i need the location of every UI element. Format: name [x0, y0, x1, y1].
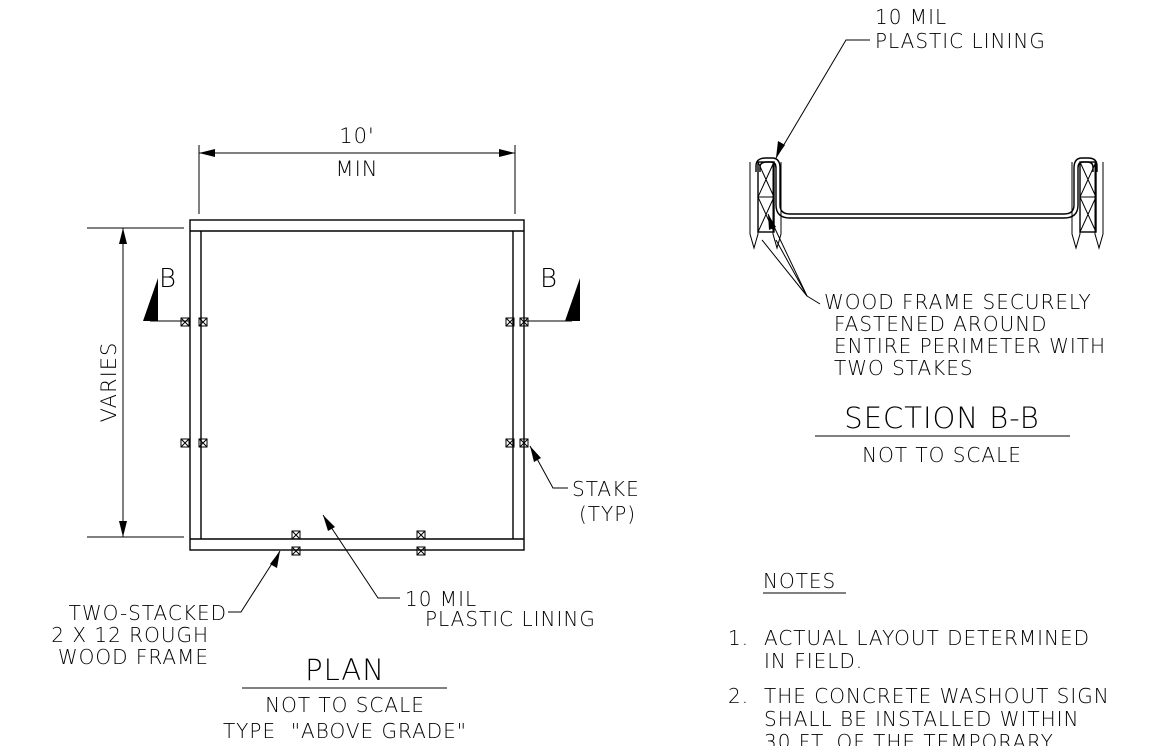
arrowhead-icon — [119, 521, 127, 537]
arrowhead-icon — [199, 149, 215, 157]
plastic-lining-outer — [755, 157, 1098, 215]
stake-callout-line-2: (TYP) — [579, 502, 636, 526]
plan-view: 10' MIN VARIES B B STAKE (TYP — [51, 124, 640, 743]
arrowhead-icon — [323, 515, 335, 531]
section-lining-line-1: 10 MIL — [875, 5, 947, 29]
stake-icon — [180, 438, 190, 448]
stake-icon — [416, 546, 426, 556]
stake-icon — [291, 546, 301, 556]
plan-type: TYPE "ABOVE GRADE" — [223, 719, 467, 743]
arrowhead-icon — [270, 551, 280, 568]
section-marker-left: B — [143, 264, 190, 322]
note-2-number: 2. — [728, 684, 749, 708]
section-frame-line-4: TWO STAKES — [834, 356, 974, 380]
arrowhead-icon — [768, 214, 776, 230]
notes-block: NOTES 1. ACTUAL LAYOUT DETERMINED IN FIE… — [728, 569, 1110, 746]
stake-icon — [180, 317, 190, 327]
plan-lining-line-1: 10 MIL — [405, 587, 477, 611]
plan-frame-callout: TWO-STACKED 2 X 12 ROUGH WOOD FRAME — [51, 550, 281, 669]
section-letter-left: B — [159, 264, 177, 294]
section-frame-line-1: WOOD FRAME SECURELY — [824, 290, 1092, 314]
stake-icon — [291, 530, 301, 540]
arrowhead-icon — [776, 141, 785, 158]
dimension-height: VARIES — [87, 227, 184, 538]
plan-scale: NOT TO SCALE — [265, 693, 425, 717]
stake-icon — [198, 317, 208, 327]
dimension-width: 10' MIN — [198, 124, 516, 214]
section-letter-right: B — [540, 264, 558, 294]
section-title-block: SECTION B-B NOT TO SCALE — [815, 401, 1070, 467]
stake-icon — [505, 438, 515, 448]
section-title: SECTION B-B — [844, 401, 1039, 435]
section-right-stakes — [1071, 161, 1104, 250]
note-2-line-1: THE CONCRETE WASHOUT SIGN — [764, 684, 1110, 708]
arrowhead-icon — [499, 149, 515, 157]
section-marker-right: B — [524, 264, 580, 322]
stake-icon — [519, 317, 529, 327]
section-arrow-icon — [143, 278, 158, 321]
dimension-height-label: VARIES — [97, 342, 121, 423]
arrowhead-icon — [119, 228, 127, 244]
section-lining-line-2: PLASTIC LINING — [875, 29, 1046, 53]
plan-lining-callout: 10 MIL PLASTIC LINING — [322, 514, 596, 631]
notes-heading: NOTES — [763, 569, 836, 593]
plan-frame-line-3: WOOD FRAME — [58, 645, 209, 669]
dimension-width-value: 10' — [339, 124, 375, 148]
note-1-number: 1. — [728, 626, 749, 650]
stake-icon — [198, 438, 208, 448]
plastic-lining-inner — [759, 161, 1094, 219]
stake-icon — [505, 317, 515, 327]
stake-callout-line-1: STAKE — [572, 477, 640, 501]
stake-icon — [416, 530, 426, 540]
arrowhead-icon — [530, 446, 541, 462]
section-arrow-icon — [565, 278, 580, 321]
stake-callout: STAKE (TYP) — [529, 445, 640, 526]
plan-lining-line-2: PLASTIC LINING — [425, 607, 596, 631]
section-frame-callout: WOOD FRAME SECURELY FASTENED AROUND ENTI… — [761, 213, 1106, 380]
note-1-line-2: IN FIELD. — [764, 649, 863, 673]
plan-frame-line-1: TWO-STACKED — [69, 601, 227, 625]
section-scale: NOT TO SCALE — [862, 443, 1022, 467]
plan-title-block: PLAN NOT TO SCALE TYPE "ABOVE GRADE" — [223, 653, 467, 743]
section-frame-line-3: ENTIRE PERIMETER WITH — [834, 334, 1106, 358]
plan-frame-outer — [189, 219, 525, 551]
section-lining-callout: 10 MIL PLASTIC LINING — [775, 5, 1046, 159]
note-1-line-1: ACTUAL LAYOUT DETERMINED — [764, 626, 1090, 650]
section-view: 10 MIL PLASTIC LINING WOOD FRAME SECUREL… — [749, 5, 1106, 467]
plan-frame-line-2: 2 X 12 ROUGH — [51, 623, 209, 647]
plan-title: PLAN — [305, 653, 385, 687]
stake-icon — [519, 438, 529, 448]
note-2-line-3: 30 FT. OF THE TEMPORARY — [764, 730, 1054, 746]
dimension-width-label: MIN — [335, 157, 378, 181]
stake-markers — [180, 317, 529, 556]
note-2-line-2: SHALL BE INSTALLED WITHIN — [764, 707, 1080, 731]
section-frame-line-2: FASTENED AROUND — [834, 312, 1048, 336]
